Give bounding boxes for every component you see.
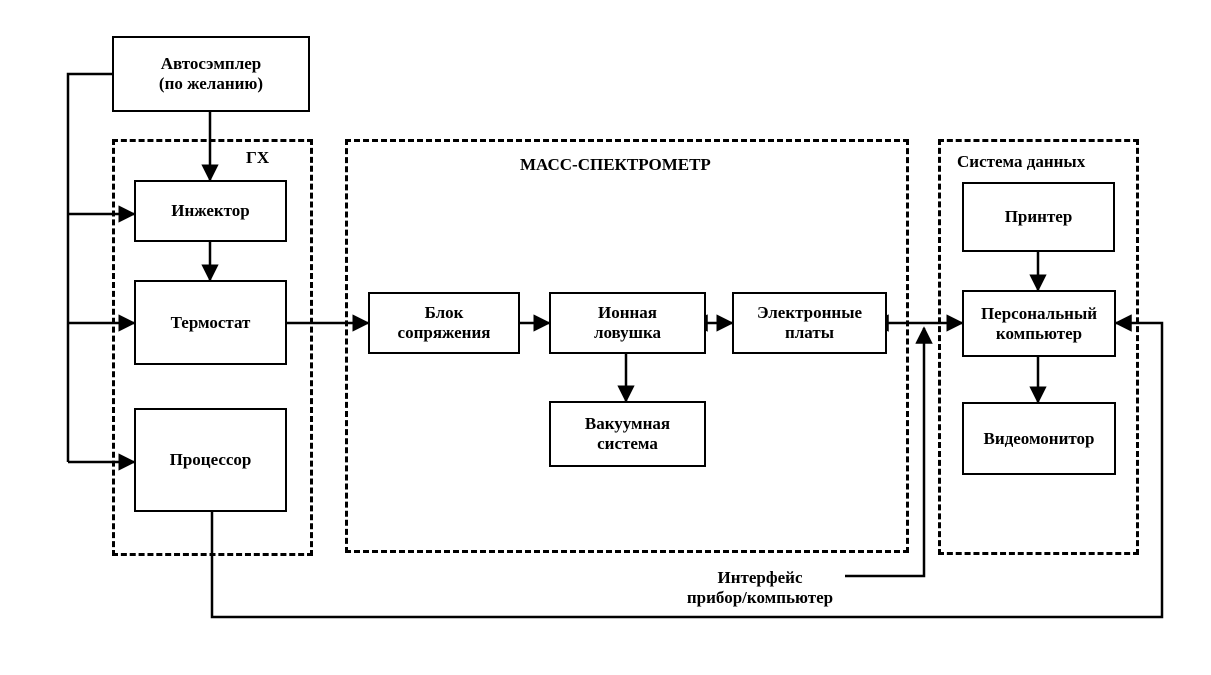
- group-gc-label: ГХ: [246, 148, 270, 167]
- arrow-processor-pc: [210, 314, 1164, 619]
- block-ion-trap: Ионная ловушка: [549, 292, 706, 354]
- block-interface-unit: Блок сопряжения: [368, 292, 520, 354]
- block-injector: Инжектор: [134, 180, 287, 242]
- block-printer: Принтер: [962, 182, 1115, 252]
- block-autosampler: Автосэмплер (по желанию): [112, 36, 310, 112]
- group-data-system: [938, 139, 1139, 555]
- group-gc: [112, 139, 313, 556]
- block-vacuum-system: Вакуумная система: [549, 401, 706, 467]
- block-electronics: Электронные платы: [732, 292, 887, 354]
- arrow-interface-annotation: [845, 326, 933, 578]
- block-thermostat: Термостат: [134, 280, 287, 365]
- block-processor: Процессор: [134, 408, 287, 512]
- group-mass-spectrometer: [345, 139, 909, 553]
- group-data-system-label: Система данных: [957, 152, 1086, 171]
- block-pc: Персональный компьютер: [962, 290, 1116, 357]
- block-monitor: Видеомонитор: [962, 402, 1116, 475]
- bus-autosampler-left: [66, 72, 112, 462]
- interface-annotation: Интерфейс прибор/компьютер: [686, 568, 834, 607]
- group-ms-label: МАСС-СПЕКТРОМЕТР: [520, 155, 711, 174]
